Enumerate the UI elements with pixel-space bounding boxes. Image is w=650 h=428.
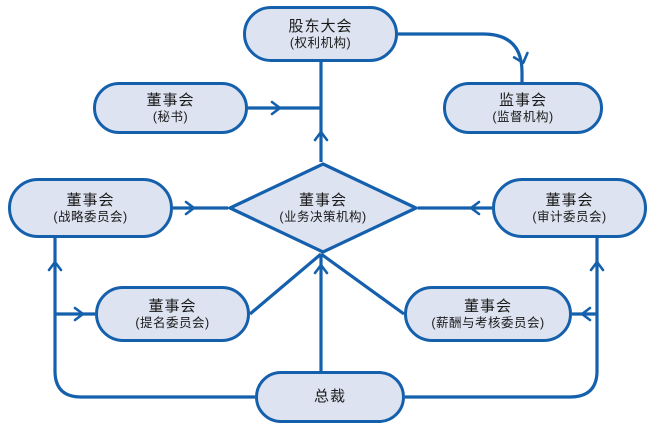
node-board-secretary-subtitle: (秘书) bbox=[152, 109, 189, 124]
node-audit-committee-title: 董事会 bbox=[545, 191, 594, 209]
arrowhead-left-riser-up bbox=[47, 260, 63, 272]
node-nomination-committee-title: 董事会 bbox=[148, 297, 197, 315]
node-audit-committee[interactable]: 董事会 (审计委员会) bbox=[492, 178, 647, 238]
node-board-secretary-title: 董事会 bbox=[146, 91, 195, 109]
node-board-of-directors-subtitle: (业务决策机构) bbox=[279, 209, 367, 224]
arrowhead-right-riser-up bbox=[589, 260, 605, 272]
arrowhead-audit-left bbox=[469, 200, 481, 216]
node-shareholders-meeting-subtitle: (权利机构) bbox=[289, 35, 352, 50]
node-president[interactable]: 总裁 bbox=[255, 371, 405, 423]
arrowhead-up-to-decision bbox=[313, 263, 329, 275]
arrowhead-secretary-right bbox=[270, 100, 282, 116]
node-shareholders-meeting[interactable]: 股东大会 (权利机构) bbox=[243, 6, 398, 62]
node-strategy-committee[interactable]: 董事会 (战略委员会) bbox=[8, 178, 173, 238]
arrowhead-compensation-left bbox=[580, 306, 592, 322]
arrowhead-nomination-right bbox=[73, 306, 85, 322]
node-shareholders-meeting-title: 股东大会 bbox=[288, 17, 353, 35]
node-nomination-committee-subtitle: (提名委员会) bbox=[135, 315, 210, 330]
node-board-of-supervisors[interactable]: 监事会 (监督机构) bbox=[443, 82, 603, 134]
node-board-of-directors[interactable]: 董事会 (业务决策机构) bbox=[228, 162, 418, 254]
edge-president-right-riser bbox=[405, 238, 599, 399]
node-compensation-committee[interactable]: 董事会 (薪酬与考核委员会) bbox=[404, 286, 572, 342]
edge-shareholders-to-supervisors bbox=[398, 32, 524, 82]
node-board-of-supervisors-title: 监事会 bbox=[498, 91, 547, 109]
node-board-of-directors-title: 董事会 bbox=[298, 191, 347, 209]
edge-compensation-to-decision bbox=[320, 252, 405, 316]
node-nomination-committee[interactable]: 董事会 (提名委员会) bbox=[95, 286, 250, 342]
node-compensation-committee-subtitle: (薪酬与考核委员会) bbox=[431, 315, 545, 330]
node-board-secretary[interactable]: 董事会 (秘书) bbox=[93, 82, 248, 134]
node-board-of-supervisors-subtitle: (监督机构) bbox=[492, 109, 554, 124]
node-president-title: 总裁 bbox=[313, 388, 346, 406]
arrowhead-up-to-shareholders bbox=[313, 130, 329, 142]
node-strategy-committee-title: 董事会 bbox=[66, 191, 115, 209]
node-compensation-committee-title: 董事会 bbox=[463, 297, 512, 315]
arrowhead-supervisors-down bbox=[512, 51, 529, 65]
node-audit-committee-subtitle: (审计委员会) bbox=[532, 209, 607, 224]
node-board-of-directors-label: 董事会 (业务决策机构) bbox=[228, 162, 418, 254]
node-strategy-committee-subtitle: (战略委员会) bbox=[53, 209, 128, 224]
edge-president-left-riser bbox=[53, 238, 255, 399]
edge-nomination-to-decision bbox=[248, 252, 323, 316]
arrowhead-strategy-right bbox=[184, 200, 196, 216]
